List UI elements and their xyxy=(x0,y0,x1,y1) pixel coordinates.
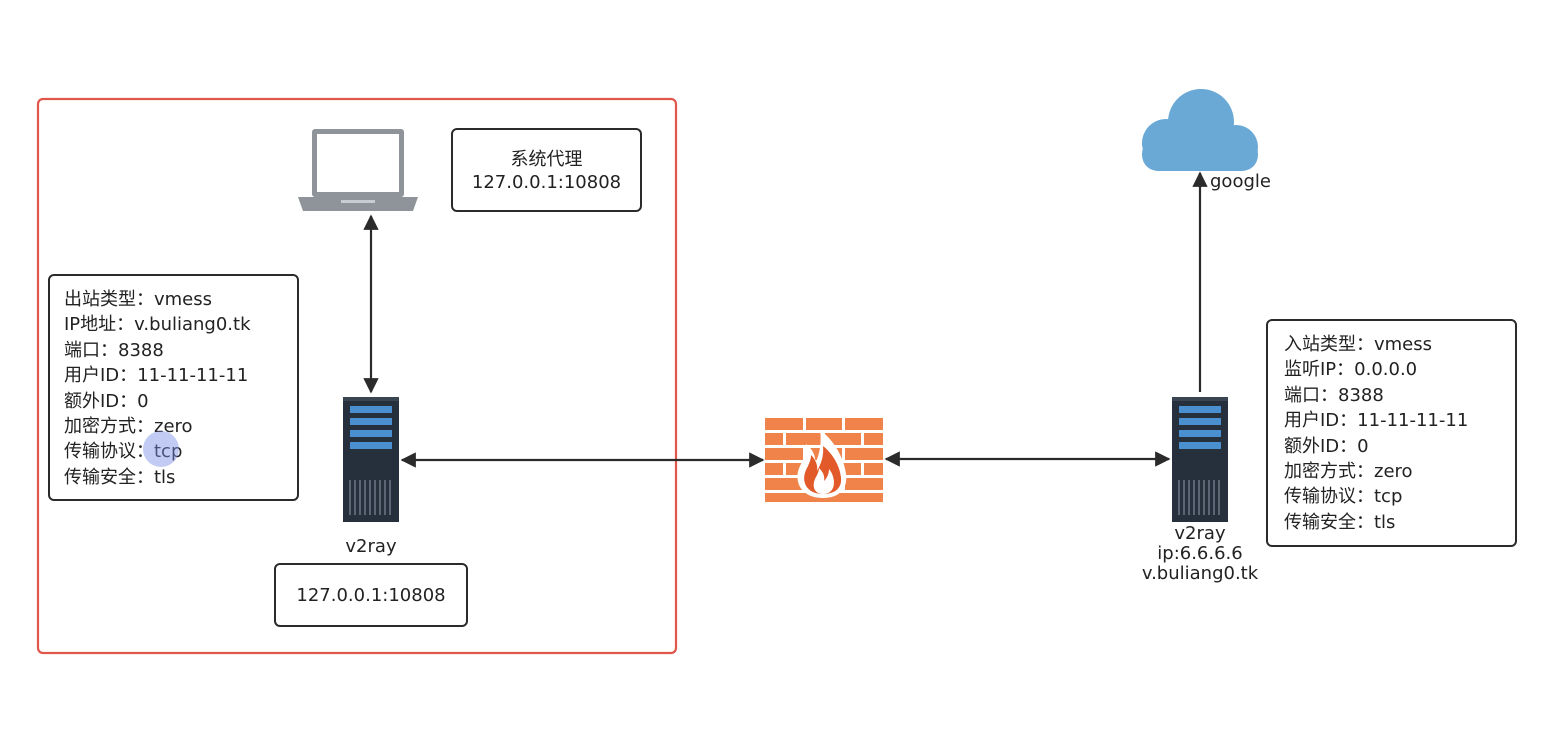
local-network-frame xyxy=(36,97,678,655)
inbound-config-box: 入站类型：vmess 监听IP：0.0.0.0 端口：8388 用户ID：11-… xyxy=(1266,319,1517,547)
inbound-config-line: 传输安全：tls xyxy=(1284,511,1396,533)
remote-server-label: v2ray xyxy=(1174,523,1226,544)
laptop-icon xyxy=(298,129,418,211)
remote-server-ip: ip:6.6.6.6 xyxy=(1157,543,1243,564)
system-proxy-title: 系统代理 xyxy=(510,149,583,170)
outbound-config-line: 加密方式：zero xyxy=(64,416,193,438)
remote-server-domain: v.buliang0.tk xyxy=(1141,563,1259,584)
server-icon-remote xyxy=(1172,397,1228,522)
client-server-label: v2ray xyxy=(345,536,397,557)
outbound-config-line: 出站类型：vmess xyxy=(64,289,213,310)
inbound-config-line: 入站类型：vmess xyxy=(1284,334,1433,355)
outbound-config-line: 传输安全：tls xyxy=(64,466,176,488)
server-icon-client xyxy=(343,397,399,522)
cursor-highlight xyxy=(143,431,179,467)
outbound-config-line: 用户ID：11-11-11-11 xyxy=(64,365,249,387)
inbound-config-line: 用户ID：11-11-11-11 xyxy=(1284,410,1469,432)
inbound-config-line: 传输协议：tcp xyxy=(1284,486,1403,508)
inbound-config-line: 端口：8388 xyxy=(1284,384,1384,406)
system-proxy-box: 系统代理 127.0.0.1:10808 xyxy=(451,128,642,212)
cloud-label: google xyxy=(1210,171,1271,192)
outbound-config-line: 额外ID：0 xyxy=(64,390,149,412)
inbound-config-line: 额外ID：0 xyxy=(1284,435,1369,457)
system-proxy-address: 127.0.0.1:10808 xyxy=(471,172,622,193)
local-listen-address: 127.0.0.1:10808 xyxy=(296,585,446,606)
inbound-config-line: 加密方式：zero xyxy=(1284,461,1413,483)
inbound-config-line: 监听IP：0.0.0.0 xyxy=(1284,359,1418,381)
outbound-config-line: 传输协议：tcp xyxy=(64,441,183,463)
local-listen-box: 127.0.0.1:10808 xyxy=(274,563,468,627)
firewall-icon xyxy=(765,418,883,502)
remote-server-labels: v2ray ip:6.6.6.6 v.buliang0.tk xyxy=(1120,524,1280,584)
outbound-config-line: IP地址：v.buliang0.tk xyxy=(64,314,251,336)
cloud-icon xyxy=(1142,89,1258,171)
outbound-config-line: 端口：8388 xyxy=(64,339,164,361)
outbound-config-box: 出站类型：vmess IP地址：v.buliang0.tk 端口：8388 用户… xyxy=(48,274,299,501)
